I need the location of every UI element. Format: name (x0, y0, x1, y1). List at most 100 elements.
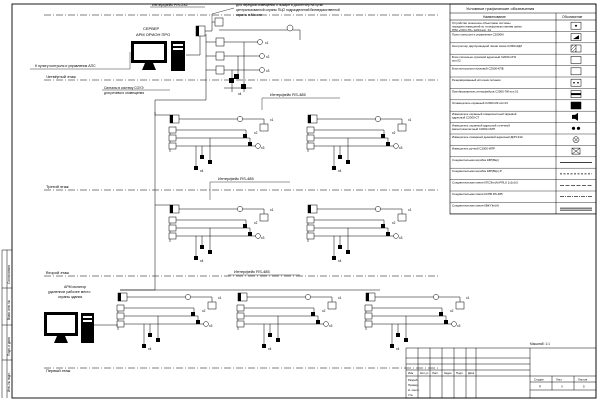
device-label: x2 (254, 131, 258, 135)
legend-symbol-icon (570, 67, 582, 76)
device-label: x3 (209, 324, 213, 328)
smoke-detector-icon (255, 233, 261, 239)
interface-label-floor3: Интерфейс RS-485 (218, 176, 255, 181)
device-label: x4 (200, 259, 204, 263)
manual-call-icon (276, 338, 280, 342)
legend-symbol-icon (560, 207, 592, 211)
top-dev-label-3: x3 (266, 69, 270, 73)
relay-icon (439, 312, 443, 316)
device-label: x2 (392, 131, 396, 135)
device-label: x1 (218, 296, 222, 300)
manual-call-icon (404, 338, 408, 342)
device-label: x4 (268, 347, 272, 351)
top-dev-label-2: x2 (266, 55, 270, 59)
manual-call-icon (142, 344, 146, 348)
floor-label-1: Первый этаж (46, 368, 71, 373)
strip-label-1: Инв. № подл. (7, 372, 11, 392)
sensor-icon (338, 155, 342, 159)
title-row-label: Н. контр. (408, 388, 420, 392)
legend-symbol-icon (570, 78, 582, 87)
manual-call-icon (208, 160, 212, 164)
stage-value: П (539, 385, 541, 389)
relay-icon (243, 134, 247, 138)
legend-symbol-icon (570, 56, 582, 64)
left-margin-strip: Инв. № подл. Подп. и дата Взам. инв. № С… (1, 249, 12, 398)
legend-row-text: Блок сигнально-пусковой адресный С2000-С… (452, 55, 516, 59)
arm-workstation: АРМ монитор удаленное рабочее место охра… (44, 285, 118, 343)
relay-icon (381, 134, 385, 138)
sensor-icon (396, 333, 400, 337)
smoke-detector-icon (185, 294, 191, 300)
smoke-detector-icon (433, 294, 439, 300)
relay-icon (386, 232, 390, 236)
legend-col-symbol: Обозначение (562, 15, 583, 19)
device-label: x3 (261, 146, 265, 150)
title-col-head: Дата (468, 371, 475, 375)
title-col-head: Лист (432, 371, 439, 375)
stage-head: Стадия (534, 378, 544, 382)
legend-symbol-icon (570, 21, 582, 30)
top-detectors: x1 x2 x3 x4 (229, 24, 294, 96)
smoke-detector-icon (451, 321, 457, 327)
relay-icon (381, 224, 385, 228)
device-label: x2 (322, 309, 326, 313)
relay-icon (311, 312, 315, 316)
legend-row-text: исп.02 (452, 59, 461, 63)
floor-label-3: Третий этаж (46, 184, 69, 189)
legend-row-text: Пульт контроля и управления С2000М (452, 32, 504, 36)
device-label: x1 (338, 296, 342, 300)
device-label: x3 (457, 324, 461, 328)
smoke-detector-icon (375, 206, 381, 212)
relay-icon (191, 312, 195, 316)
control-note: К пульту контроля и управления АПС (35, 64, 96, 68)
legend-row-text: адресный С2000-СТ (452, 116, 480, 120)
legend-table: Условные графические обозначения Наимено… (449, 3, 597, 215)
strip-label-2: Подп. и дата (7, 337, 11, 356)
legend-rows: Устройство оконечное объектовое системып… (450, 21, 596, 215)
top-bus (186, 17, 301, 92)
device-label: x4 (396, 347, 400, 351)
legend-symbol-icon (572, 112, 578, 121)
legend-row-text: Соединительная коробка КЗР(Вкр)-Р (452, 169, 502, 173)
manual-call-icon (194, 256, 198, 260)
manual-call-icon (332, 256, 336, 260)
interface-label-top: Интерфейс RS-232 (152, 2, 189, 7)
dispatch-note-2: централизованной охраны ПЦО подразделени… (236, 8, 340, 12)
smoke-detector-icon (255, 143, 261, 149)
strip-label-3: Взам. инв. № (7, 300, 11, 320)
title-col-head: №док. (444, 371, 452, 375)
legend-symbol-icon (570, 101, 582, 110)
title-col-head: Подп. (456, 371, 464, 375)
title-row-label: Провер. (408, 383, 419, 387)
legend-row-text: Блок контрольно-пусковой С2000-КПБ (452, 67, 504, 71)
arm-label-2: удаленное рабочее место (48, 290, 90, 294)
legend-row-text: Извещатель охранный поверхностный звуков… (452, 112, 517, 116)
legend-row-text: Соединительная линия КВК-Пнг(А) (452, 203, 499, 207)
device-label: x1 (270, 118, 274, 122)
smoke-detector-icon (237, 206, 243, 212)
strip-label-4: Согласовано (7, 265, 11, 284)
device-label: x2 (392, 221, 396, 225)
device-label: x1 (408, 118, 412, 122)
device-label: x4 (338, 259, 342, 263)
smoke-detector-icon (305, 294, 311, 300)
device-label: x4 (338, 169, 342, 173)
arm-label-1: АРМ монитор (64, 285, 86, 289)
manual-call-icon (194, 166, 198, 170)
manual-call-icon (332, 166, 336, 170)
server-label-2: АРМ ОРИОН ПРО (136, 32, 170, 37)
floor-label-4: Четвёртый этаж (46, 74, 76, 79)
manual-call-icon (346, 250, 350, 254)
interface-label-floor1: Интерфейс RS-485 (234, 269, 271, 274)
legend-symbol-icon (570, 44, 582, 53)
server-workstation: СЕРВЕР АРМ ОРИОН ПРО (131, 26, 185, 71)
legend-row-text: Соединительная коробка КЗР(Вкр) (452, 158, 499, 162)
interface-label-floor4: Интерфейс RS-485 (270, 92, 307, 97)
relay-icon (243, 224, 247, 228)
top-dev-label-1: x1 (265, 41, 269, 45)
